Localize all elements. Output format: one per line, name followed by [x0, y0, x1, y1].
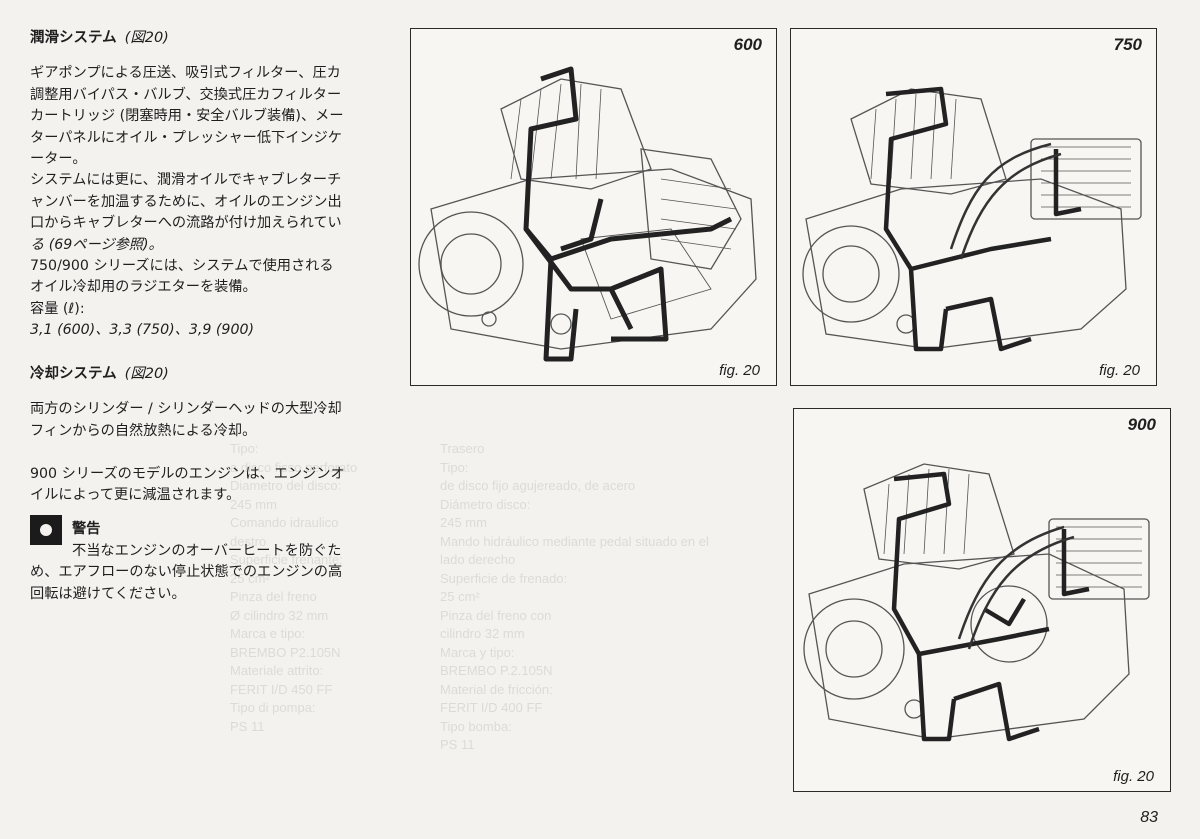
warning-block: 警告 不当なエンジンのオーバーヒートを防ぐた め、エアフローのない停止状態でのエ… — [30, 514, 398, 605]
warning-icon — [30, 514, 62, 545]
bleed-through-text: Trasero Tipo: de disco fijo agujereado, … — [440, 441, 709, 752]
lubrication-line: システムには更に、潤滑オイルでキャブレターチ — [30, 172, 342, 189]
cooling-fig-ref: (図20) — [124, 365, 169, 382]
lubrication-line: る (69ページ参照)。 — [30, 236, 163, 253]
lubrication-heading: 潤滑システム (図20) — [30, 28, 398, 49]
warning-title: 警告 — [72, 521, 101, 538]
figure-caption: fig. 20 — [1113, 768, 1154, 785]
lubrication-line: オイル冷却用のラジエターを装備。 — [30, 279, 257, 296]
lubrication-line: 3,1 (600)、3,3 (750)、3,9 (900) — [30, 322, 255, 339]
model-label: 750 — [1113, 35, 1142, 54]
figure-panel-900: 900 fig. 20 — [793, 408, 1171, 792]
engine-diagram-750 — [802, 86, 1142, 352]
bleed-through-text: Tipo: a disco fisso perforato Diametro d… — [230, 441, 358, 734]
engine-diagram-900 — [803, 463, 1150, 742]
cooling-line: 両方のシリンダー / シリンダーヘッドの大型冷却 — [30, 401, 342, 418]
model-label: 900 — [1127, 415, 1156, 434]
lubrication-title: 潤滑システム — [30, 30, 117, 46]
lubrication-line: カートリッジ (閉塞時用・安全バルブ装備)、メー — [30, 108, 344, 125]
lubrication-line: 750/900 シリーズには、システムで使用される — [30, 258, 334, 275]
engine-diagram-600 — [418, 66, 757, 362]
warning-line: 不当なエンジンのオーバーヒートを防ぐた — [72, 542, 342, 559]
lubrication-line: ギアポンプによる圧送、吸引式フィルター、圧カ — [30, 65, 341, 82]
lubrication-line: ーター。 — [30, 151, 87, 168]
cooling-line: 900 シリーズのモデルのエンジンは、エンジンオ — [30, 465, 345, 482]
lubrication-fig-ref: (図20) — [124, 30, 169, 46]
lubrication-line: ターパネルにオイル・プレッシャー低下インジケ — [30, 129, 342, 146]
figure-caption: fig. 20 — [719, 362, 760, 379]
cooling-line: イルによって更に減温されます。 — [30, 487, 241, 504]
figure-panel-600: 600 fig. 20 — [410, 28, 777, 386]
cooling-line: フィンからの自然放熱による冷却。 — [30, 422, 257, 439]
lubrication-line: 容量 (ℓ): — [30, 300, 85, 317]
figure-caption: fig. 20 — [1099, 362, 1140, 379]
page-number: 83 — [1140, 809, 1158, 826]
cooling-title: 冷却システム — [30, 365, 117, 382]
warning-line: 回転は避けてください。 — [30, 585, 186, 602]
model-label: 600 — [733, 35, 762, 54]
lubrication-line: ャンバーを加温するために、オイルのエンジン出 — [30, 193, 342, 210]
cooling-heading: 冷却システム (図20) — [30, 364, 398, 385]
lubrication-line: 調整用バイパス・バルブ、交換式圧カフィルター — [30, 86, 342, 103]
figure-panel-750: 750 fig. 20 — [790, 28, 1157, 386]
warning-line: め、エアフローのない停止状態でのエンジンの高 — [30, 564, 343, 581]
lubrication-line: 口からキャブレターへの流路が付け加えられてい — [30, 215, 342, 232]
text-column: 潤滑システム (図20) ギアポンプによる圧送、吸引式フィルター、圧カ 調整用バイ… — [30, 28, 398, 605]
